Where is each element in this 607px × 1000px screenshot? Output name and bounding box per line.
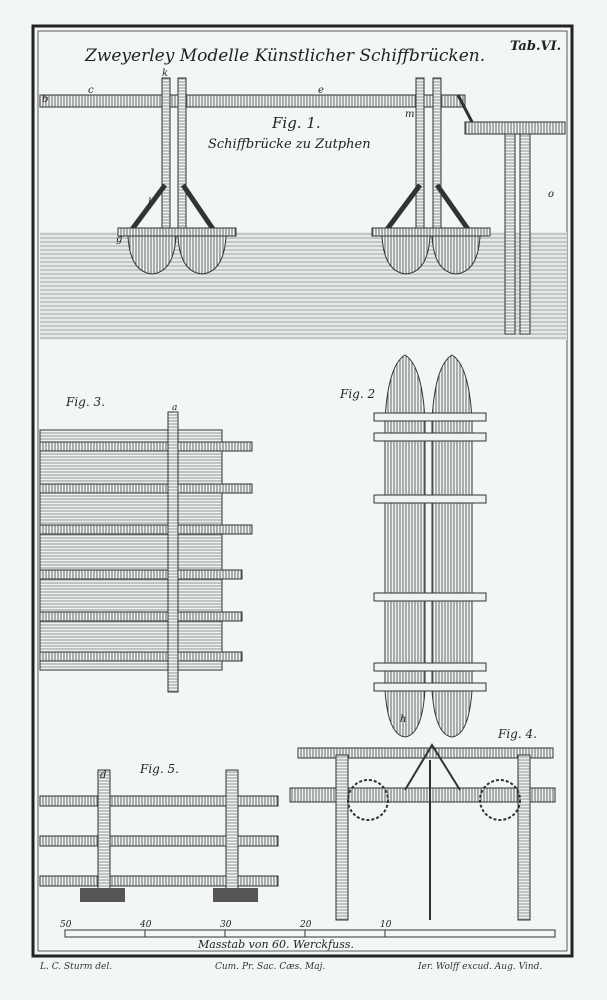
fig1-label: Fig. 1.	[271, 114, 321, 132]
label-c: c	[88, 85, 94, 96]
fig1-caption: Schiffbrücke zu Zutphen	[208, 137, 371, 152]
plate-title: Zweyerley Modelle Künstlicher Schiffbrüc…	[84, 46, 485, 66]
fig4-label: Fig. 4.	[497, 727, 537, 741]
scale-caption: Masstab von 60. Werckfuss.	[197, 938, 354, 951]
label-m: m	[405, 109, 414, 120]
fig5-label: Fig. 5.	[139, 762, 179, 776]
plate-frame	[31, 24, 574, 958]
label-l: l	[148, 197, 151, 208]
fig2-drawing	[373, 354, 487, 738]
label-h: h	[400, 714, 406, 725]
footer-privilege: Cum. Pr. Sac. Cæs. Maj.	[215, 962, 326, 972]
label-a: a	[172, 403, 177, 413]
scale-tick: 10	[380, 920, 392, 930]
scale-tick: 50	[60, 920, 72, 930]
fig5-drawing	[39, 769, 279, 902]
scale-tick: 30	[220, 920, 232, 930]
fig3-label: Fig. 3.	[65, 395, 105, 409]
footer-publisher: Ier. Wolff excud. Aug. Vind.	[418, 962, 543, 972]
label-d: d	[100, 770, 106, 781]
label-o: o	[548, 189, 554, 200]
scale-tick: 40	[139, 920, 152, 930]
fig4-drawing	[289, 743, 556, 921]
label-e: e	[318, 85, 324, 96]
plate-number: Tab.VI.	[510, 39, 561, 54]
label-k: k	[162, 68, 168, 79]
fig3-drawing	[39, 411, 253, 693]
label-b: b	[42, 94, 48, 105]
fig2-label: Fig. 2	[339, 387, 375, 401]
label-g: g	[116, 234, 122, 245]
footer-delineator: L. C. Sturm del.	[40, 962, 113, 972]
scale-bar	[64, 929, 556, 938]
fig1-drawing	[39, 77, 567, 340]
scale-tick: 20	[299, 920, 312, 930]
